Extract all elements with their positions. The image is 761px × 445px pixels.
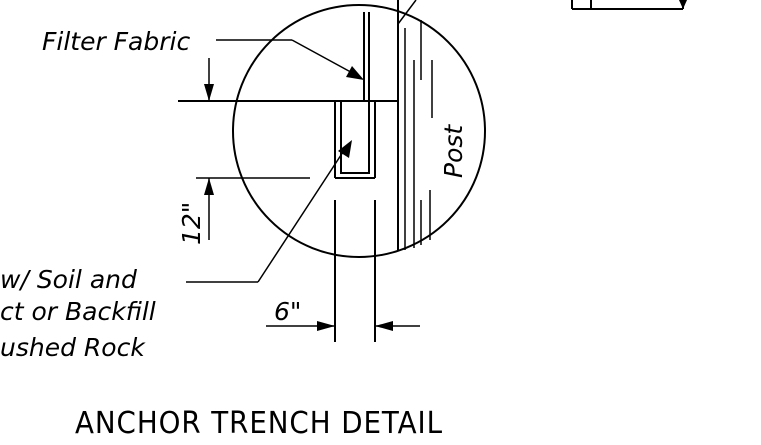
bottom-extension-lines [334,200,376,342]
upper-leader [397,0,417,25]
depth-dimension-label: 12" [177,202,206,245]
backfill-label-line1: w/ Soil and [0,265,137,294]
backfill-label-line3: ushed Rock [0,333,146,362]
detail-circle [232,4,486,258]
filter-fabric-line [363,12,370,101]
adjacent-detail-fragment [571,0,687,10]
filter-fabric-leader [216,39,364,80]
post [397,0,433,250]
backfill-label-line2: ct or Backfill [0,297,156,326]
detail-title: ANCHOR TRENCH DETAIL [75,406,443,441]
width-dimension-label: 6" [274,297,301,326]
backfill-leader [186,140,352,283]
depth-dimension [196,58,310,240]
trench [334,101,376,179]
post-label: Post [439,124,468,178]
width-dimension [266,321,420,331]
filter-fabric-label: Filter Fabric [42,27,190,56]
